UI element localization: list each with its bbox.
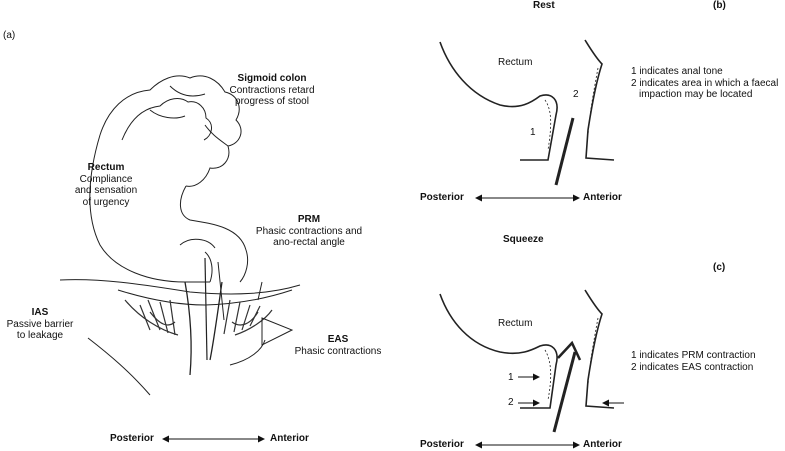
axis-posterior-b: Posterior (420, 192, 464, 203)
panel-label-c: (c) (713, 262, 726, 273)
squeeze-marker-2: 2 (508, 397, 514, 408)
sigmoid-title: Sigmoid colon (237, 73, 307, 84)
rest-rectum-label: Rectum (498, 57, 533, 68)
panel-label-a: (a) (3, 30, 16, 41)
rest-legend-3: impaction may be located (639, 89, 753, 100)
rest-marker-1: 1 (530, 127, 536, 138)
prm-line2: ano-rectal angle (273, 237, 345, 248)
prm-title: PRM (297, 214, 321, 225)
sigmoid-line2: progress of stool (235, 96, 309, 107)
eas-label: EAS Phasic contractions (290, 334, 386, 357)
sigmoid-line1: Contractions retard (229, 84, 315, 96)
axis-posterior-a: Posterior (110, 433, 154, 444)
rectum-line3: of urgency (82, 196, 130, 208)
prm-label: PRM Phasic contractions and ano-rectal a… (250, 214, 368, 249)
rest-title: Rest (533, 0, 555, 11)
anatomy-illustration (59, 75, 301, 396)
axis-anterior-c: Anterior (583, 439, 622, 450)
rectum-title: Rectum (87, 162, 125, 173)
rest-legend-2: 2 indicates area in which a faecal (631, 77, 779, 89)
ias-title: IAS (31, 307, 49, 318)
squeeze-title: Squeeze (503, 234, 544, 245)
rest-legend-1: 1 indicates anal tone (631, 66, 723, 77)
axis-anterior-a: Anterior (270, 433, 309, 444)
squeeze-rectum-label: Rectum (498, 318, 533, 329)
rectum-line1: Compliance (79, 173, 133, 185)
ias-line1: Passive barrier (6, 318, 74, 330)
eas-title: EAS (327, 334, 349, 345)
eas-line1: Phasic contractions (294, 345, 382, 357)
panel-label-b: (b) (713, 0, 726, 11)
axis-posterior-c: Posterior (420, 439, 464, 450)
ias-line2: to leakage (16, 330, 64, 341)
ias-label: IAS Passive barrier to leakage (2, 307, 78, 342)
squeeze-diagram (439, 289, 615, 433)
rectum-label: Rectum Compliance and sensation of urgen… (66, 162, 146, 208)
rest-legend: 1 indicates anal tone 2 indicates area i… (631, 66, 778, 101)
squeeze-legend-1: 1 indicates PRM contraction (631, 350, 756, 361)
rectum-line2: and sensation (74, 185, 138, 196)
rest-diagram (439, 39, 615, 186)
axis-anterior-b: Anterior (583, 192, 622, 203)
rest-marker-2: 2 (573, 89, 579, 100)
sigmoid-colon-label: Sigmoid colon Contractions retard progre… (222, 73, 322, 108)
squeeze-marker-1: 1 (508, 372, 514, 383)
prm-line1: Phasic contractions and (255, 225, 363, 237)
squeeze-legend: 1 indicates PRM contraction 2 indicates … (631, 350, 756, 373)
squeeze-legend-2: 2 indicates EAS contraction (631, 361, 754, 373)
